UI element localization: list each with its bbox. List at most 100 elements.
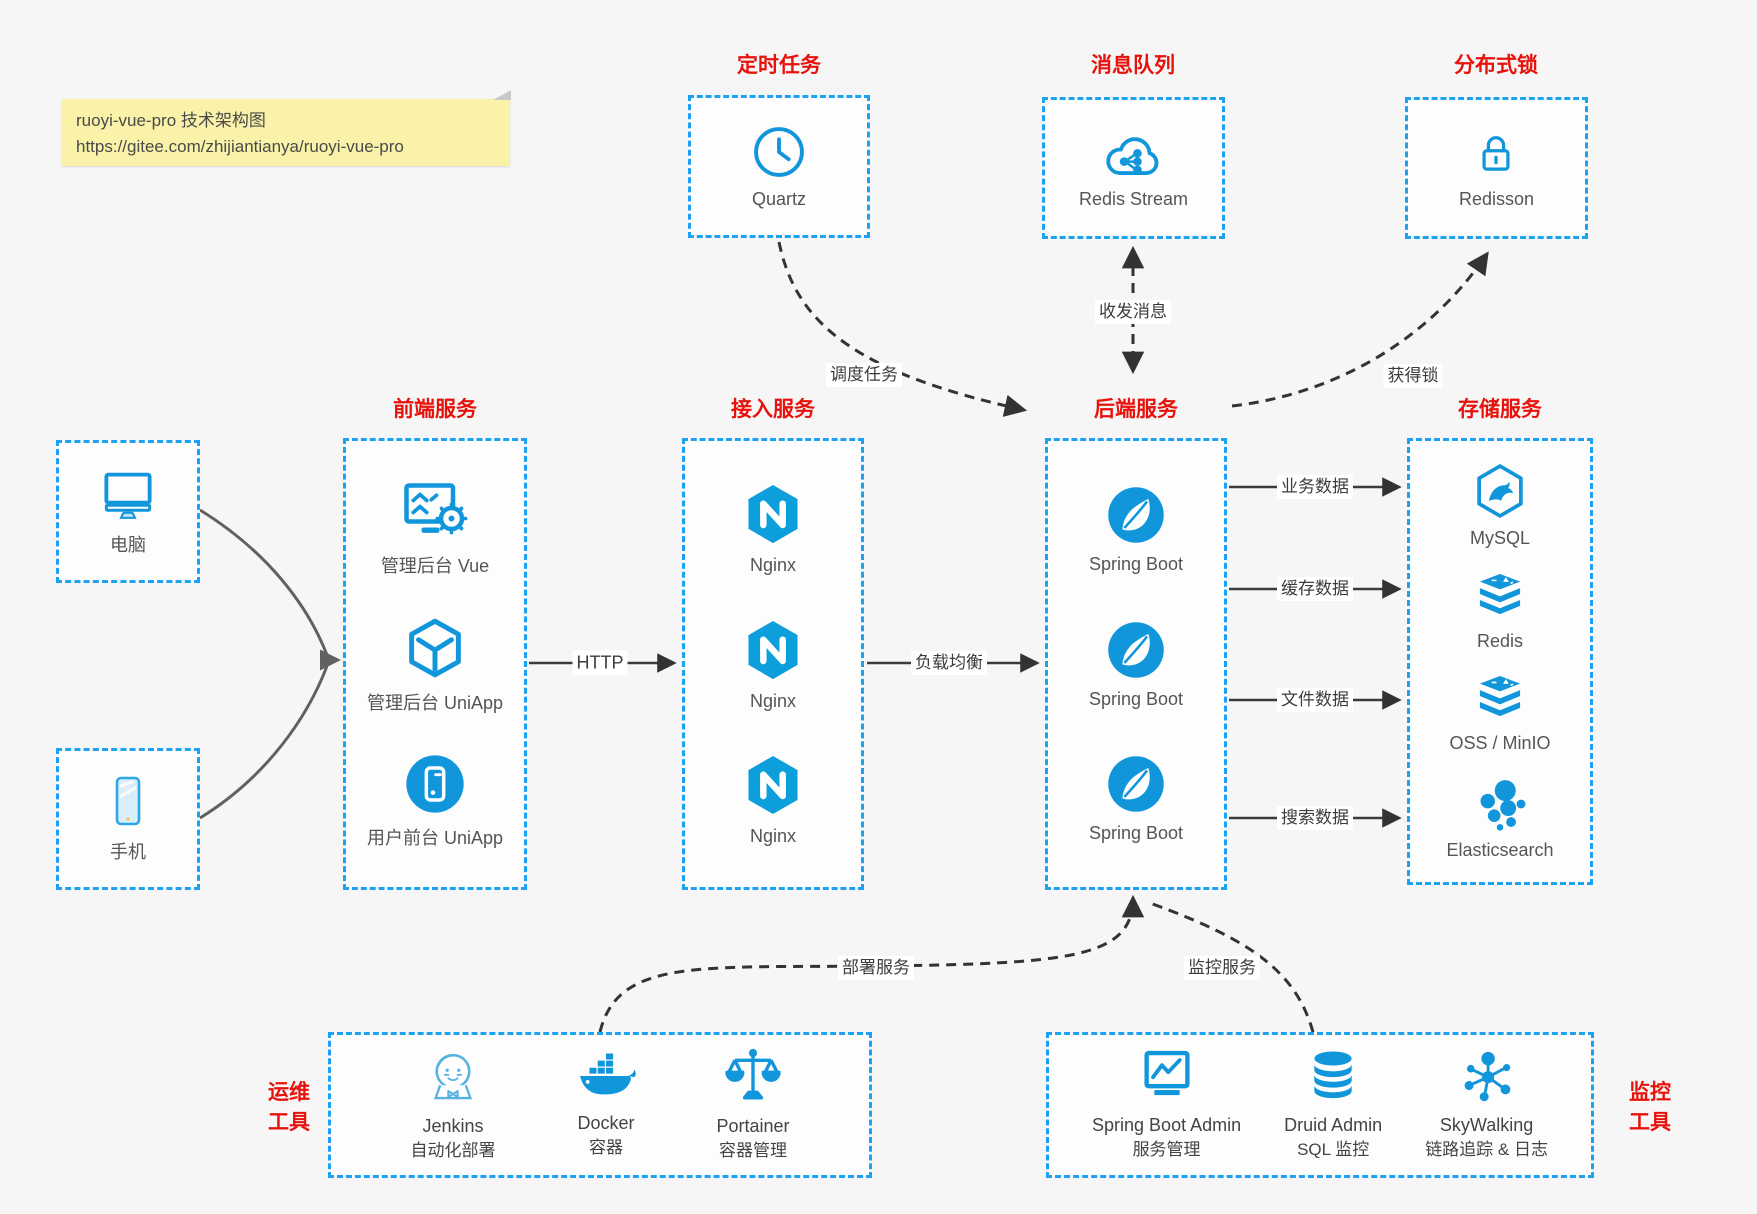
edge-label-deploy: 部署服务 bbox=[838, 955, 914, 981]
spring-boot-item: Spring Boot bbox=[1089, 753, 1183, 844]
edge-label-schedule: 调度任务 bbox=[826, 362, 902, 388]
elasticsearch-label: Elasticsearch bbox=[1446, 839, 1554, 860]
redis-stream-item: Redis Stream bbox=[1079, 127, 1188, 210]
edge-label-biz-data: 业务数据 bbox=[1277, 474, 1353, 500]
docker-item: Docker 容器 bbox=[575, 1050, 637, 1160]
docker-name: Docker bbox=[577, 1113, 635, 1134]
note-url: https://gitee.com/zhijiantianya/ruoyi-vu… bbox=[76, 136, 404, 156]
spring-boot-admin-item: Spring Boot Admin 服务管理 bbox=[1092, 1048, 1241, 1162]
padlock-icon bbox=[1482, 135, 1511, 171]
mysql-label: MySQL bbox=[1469, 528, 1530, 549]
phone-box: 手机 bbox=[56, 748, 200, 890]
portainer-name: Portainer bbox=[716, 1116, 790, 1137]
spring-boot-label: Spring Boot bbox=[1088, 554, 1184, 575]
druid-icon bbox=[1314, 1051, 1352, 1099]
spring-boot-admin-icon bbox=[1144, 1050, 1190, 1096]
quartz-label: Quartz bbox=[751, 189, 807, 209]
user-uniapp-item: 用户前台 UniApp bbox=[367, 752, 503, 850]
admin-uniapp-label: 管理后台 UniApp bbox=[366, 693, 504, 713]
edge-label-monitor: 监控服务 bbox=[1184, 955, 1260, 981]
edge-label-file-data: 文件数据 bbox=[1277, 687, 1353, 713]
redis-label: Redis bbox=[1476, 630, 1524, 651]
edge-label-cache-data: 缓存数据 bbox=[1277, 576, 1353, 602]
redis-icon bbox=[1479, 573, 1521, 614]
spring-boot-admin-desc: 服务管理 bbox=[1132, 1140, 1201, 1160]
frontend-box: 管理后台 Vue 管理后台 UniApp 用户前台 UniApp bbox=[343, 438, 527, 890]
redis-item: Redis bbox=[1471, 571, 1529, 652]
nginx-icon bbox=[748, 485, 798, 544]
oss-minio-icon bbox=[1479, 676, 1521, 717]
uniapp-cube-icon bbox=[409, 618, 461, 678]
jenkins-name: Jenkins bbox=[422, 1116, 484, 1137]
title-monitoring: 监控 工具 bbox=[1629, 1081, 1671, 1135]
redisson-item: Redisson bbox=[1459, 127, 1534, 210]
title-frontend: 前端服务 bbox=[393, 398, 477, 421]
oss-minio-item: OSS / MinIO bbox=[1449, 673, 1551, 754]
desktop-icon bbox=[104, 472, 152, 519]
admin-vue-label: 管理后台 Vue bbox=[380, 556, 490, 576]
edge-label-acquire-lock: 获得锁 bbox=[1383, 363, 1443, 389]
druid-item: Druid Admin SQL 监控 bbox=[1284, 1048, 1382, 1162]
admin-uniapp-item: 管理后台 UniApp bbox=[367, 615, 503, 715]
druid-desc: SQL 监控 bbox=[1297, 1140, 1370, 1160]
edge-label-http: HTTP bbox=[572, 650, 628, 676]
skywalking-name: SkyWalking bbox=[1439, 1115, 1534, 1136]
spring-boot-icon bbox=[1108, 755, 1164, 812]
spring-boot-item: Spring Boot bbox=[1089, 484, 1183, 575]
storage-box: MySQL Redis OSS / MinIO bbox=[1407, 438, 1593, 885]
portainer-icon bbox=[725, 1048, 781, 1100]
nginx-label: Nginx bbox=[749, 690, 797, 711]
jenkins-desc: 自动化部署 bbox=[410, 1141, 496, 1161]
computer-item: 电脑 bbox=[97, 467, 159, 557]
spring-boot-icon bbox=[1108, 487, 1164, 544]
quartz-box: Quartz bbox=[688, 95, 870, 238]
redisson-label: Redisson bbox=[1458, 188, 1535, 209]
oss-minio-label: OSS / MinIO bbox=[1449, 733, 1551, 754]
user-uniapp-icon bbox=[406, 755, 464, 813]
nginx-item: Nginx bbox=[742, 752, 804, 847]
nginx-label: Nginx bbox=[749, 825, 797, 846]
title-backend: 后端服务 bbox=[1094, 398, 1178, 421]
title-mq: 消息队列 bbox=[1091, 54, 1175, 77]
title-lock: 分布式锁 bbox=[1454, 54, 1538, 77]
nginx-icon bbox=[748, 755, 798, 814]
nginx-icon bbox=[748, 620, 798, 679]
spring-boot-item: Spring Boot bbox=[1089, 619, 1183, 710]
redisson-box: Redisson bbox=[1405, 97, 1588, 239]
mysql-item: MySQL bbox=[1470, 462, 1530, 549]
nginx-item: Nginx bbox=[742, 481, 804, 576]
docker-icon bbox=[579, 1053, 636, 1095]
cloud-share-icon bbox=[1106, 136, 1159, 175]
spring-boot-label: Spring Boot bbox=[1088, 822, 1184, 843]
note-title: ruoyi-vue-pro 技术架构图 bbox=[76, 111, 266, 130]
elasticsearch-icon bbox=[1480, 779, 1526, 831]
devops-box: Jenkins 自动化部署 Docker 容器 bbox=[328, 1032, 872, 1178]
computer-label: 电脑 bbox=[110, 534, 146, 555]
portainer-desc: 容器管理 bbox=[718, 1141, 787, 1161]
title-devops: 运维 工具 bbox=[268, 1081, 310, 1135]
title-scheduler: 定时任务 bbox=[737, 54, 821, 77]
phone-label: 手机 bbox=[110, 842, 146, 862]
title-storage: 存储服务 bbox=[1458, 398, 1542, 421]
nginx-item: Nginx bbox=[742, 617, 804, 712]
redis-stream-label: Redis Stream bbox=[1078, 188, 1189, 209]
jenkins-icon bbox=[433, 1053, 473, 1100]
edge-label-search-data: 搜索数据 bbox=[1277, 805, 1353, 831]
mysql-icon bbox=[1477, 464, 1523, 519]
spring-boot-label: Spring Boot bbox=[1088, 688, 1184, 709]
edge-label-load-balance: 负载均衡 bbox=[911, 650, 987, 676]
phone-item: 手机 bbox=[104, 774, 152, 864]
user-uniapp-label: 用户前台 UniApp bbox=[366, 828, 504, 848]
admin-vue-item: 管理后台 Vue bbox=[381, 478, 489, 578]
skywalking-desc: 链路追踪 & 日志 bbox=[1425, 1140, 1548, 1160]
computer-box: 电脑 bbox=[56, 440, 200, 583]
gateway-box: Nginx Nginx Nginx bbox=[682, 438, 864, 890]
spring-boot-icon bbox=[1108, 621, 1164, 678]
backend-box: Spring Boot Spring Boot Spring Boot bbox=[1045, 438, 1227, 890]
docker-desc: 容器 bbox=[588, 1138, 623, 1158]
portainer-item: Portainer 容器管理 bbox=[716, 1047, 790, 1163]
skywalking-icon bbox=[1464, 1051, 1510, 1102]
title-gateway: 接入服务 bbox=[731, 398, 815, 421]
clock-icon bbox=[754, 127, 804, 177]
